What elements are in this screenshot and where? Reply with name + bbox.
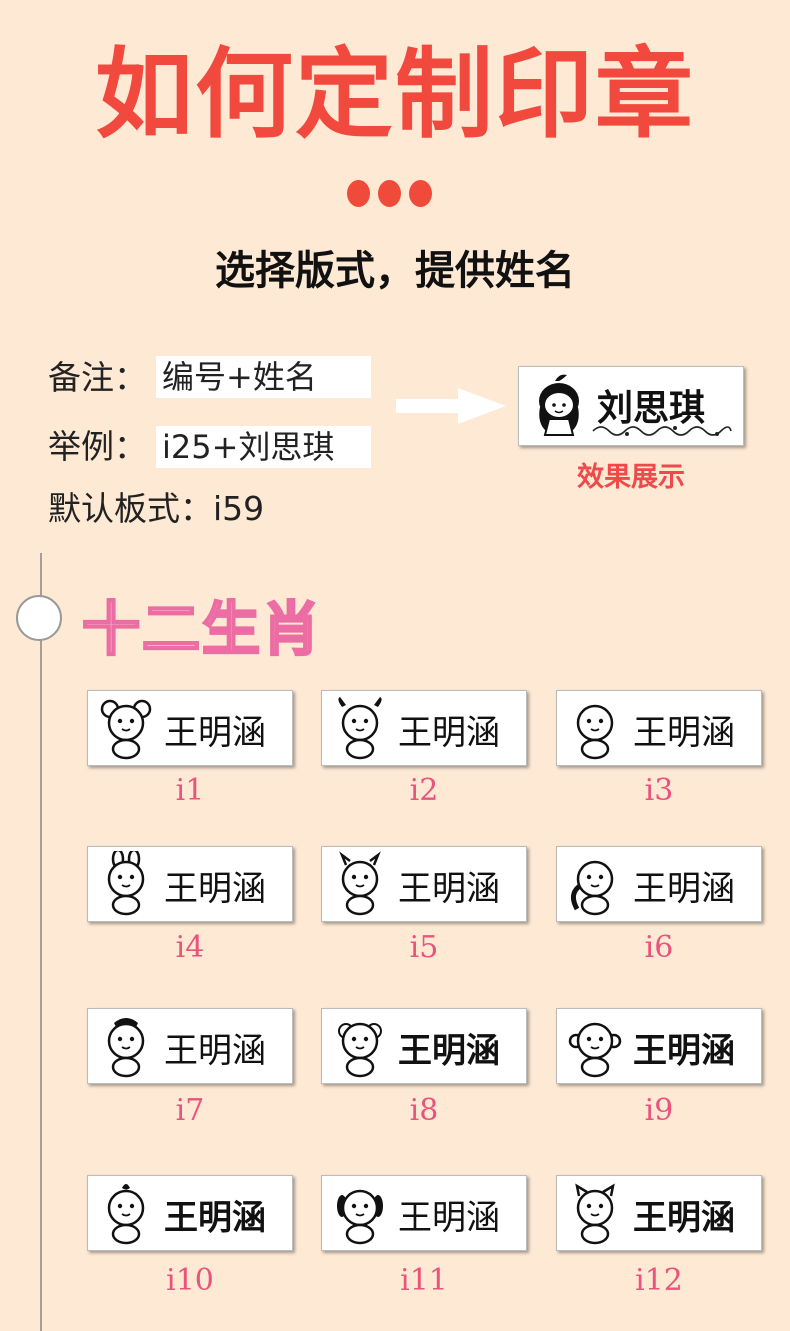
rabbit-icon [94, 848, 158, 921]
stamp-code: i2 [409, 773, 439, 808]
monkey-icon [563, 1013, 627, 1083]
stamp-name: 王明涵 [398, 869, 500, 909]
stamp-code: i5 [409, 930, 439, 965]
tiger-icon [563, 695, 627, 765]
stamp-code: i1 [175, 773, 205, 808]
rat-icon [94, 695, 158, 765]
stamp-card[interactable]: 王明涵 [556, 690, 762, 766]
page-title: 如何定制印章 [94, 38, 695, 152]
stamp-code: i8 [409, 1093, 439, 1128]
stamp-name: 王明涵 [633, 1198, 735, 1238]
ox-icon [328, 695, 392, 765]
stamp-code: i9 [644, 1093, 674, 1128]
stamp-name: 王明涵 [164, 1031, 266, 1071]
stamp-name: 王明涵 [164, 869, 266, 909]
stamp-name: 王明涵 [164, 713, 266, 753]
section-title: 十二生肖 [81, 594, 323, 665]
timeline-node [16, 595, 62, 641]
sample-stamp: 刘思琪 [518, 366, 744, 446]
arrow-right-icon [396, 388, 506, 424]
remark-value: 编号+姓名 [156, 356, 371, 398]
stamp-card[interactable]: 王明涵 [556, 1008, 762, 1084]
sheep-icon [328, 1013, 392, 1083]
title-dots [347, 180, 432, 207]
stamp-card[interactable]: 王明涵 [556, 1175, 762, 1251]
stamp-card[interactable]: 王明涵 [321, 1008, 527, 1084]
stamp-name: 王明涵 [164, 1198, 266, 1238]
swirl-ornament [592, 426, 732, 436]
stamp-card[interactable]: 王明涵 [556, 846, 762, 922]
snake-icon [563, 851, 627, 921]
stamp-card[interactable]: 王明涵 [87, 846, 293, 922]
stamp-code: i6 [644, 930, 674, 965]
stamp-card[interactable]: 王明涵 [321, 690, 527, 766]
stamp-name: 王明涵 [398, 713, 500, 753]
stamp-code: i10 [166, 1263, 214, 1298]
stamp-card[interactable]: 王明涵 [321, 846, 527, 922]
stamp-card[interactable]: 王明涵 [321, 1175, 527, 1251]
horse-icon [94, 1013, 158, 1083]
girl-icon [539, 374, 579, 436]
stamp-code: i4 [175, 930, 205, 965]
stamp-name: 王明涵 [633, 713, 735, 753]
example-value: i25+刘思琪 [156, 426, 371, 468]
stamp-name: 王明涵 [633, 869, 735, 909]
example-label: 举例： [48, 427, 147, 466]
dragon-icon [328, 851, 392, 921]
stamp-card[interactable]: 王明涵 [87, 1008, 293, 1084]
stamp-code: i3 [644, 773, 674, 808]
stamp-name: 王明涵 [633, 1031, 735, 1071]
rooster-icon [94, 1180, 158, 1250]
sample-name: 刘思琪 [597, 388, 706, 429]
stamp-name: 王明涵 [398, 1198, 500, 1238]
effect-caption: 效果展示 [577, 462, 685, 493]
default-style-label: 默认板式：i59 [48, 489, 265, 528]
dog-icon [328, 1180, 392, 1250]
timeline-line [40, 553, 42, 1331]
remark-label: 备注： [48, 358, 147, 397]
stamp-card[interactable]: 王明涵 [87, 690, 293, 766]
stamp-code: i7 [175, 1093, 205, 1128]
stamp-code: i11 [400, 1263, 448, 1298]
stamp-code: i12 [635, 1263, 683, 1298]
page-subtitle: 选择版式，提供姓名 [215, 248, 575, 294]
stamp-card[interactable]: 王明涵 [87, 1175, 293, 1251]
stamp-name: 王明涵 [398, 1031, 500, 1071]
pig-icon [563, 1180, 627, 1250]
